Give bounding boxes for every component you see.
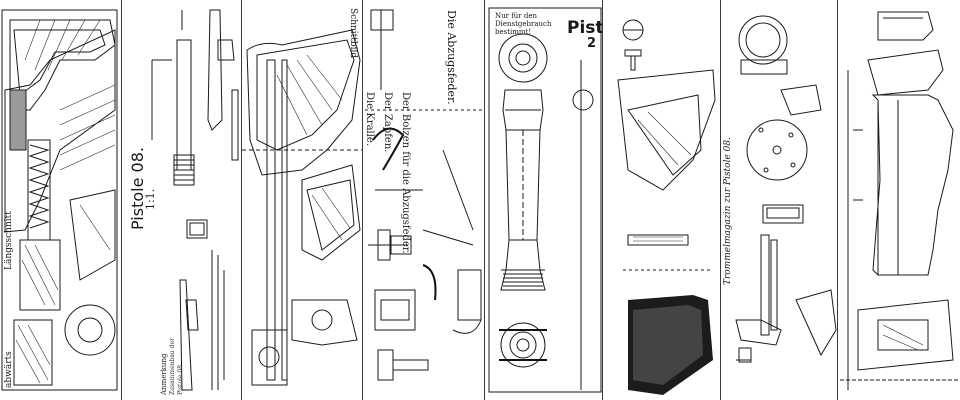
- drum-magazine-drawing: [734, 15, 837, 363]
- section-title: Schnittbild: [347, 8, 358, 59]
- note-line-2: Pistole 08: [176, 364, 184, 395]
- section-label: Längsschnitt: [4, 211, 14, 270]
- grip-plate-drawing: [617, 19, 716, 395]
- part-label-c: Der Bolzen für die Abzugsfeder.: [400, 92, 412, 254]
- sheet-6-panel: [602, 0, 721, 400]
- sheet-scale: 1:1.: [143, 188, 157, 210]
- slide-part-drawing: [151, 9, 239, 391]
- part-label-a: Die Kralle.: [364, 92, 376, 147]
- note-heading: Anmerkung: [159, 353, 168, 395]
- sheet-3-panel: Schnittbild: [241, 0, 364, 400]
- sheet-number: 2: [587, 36, 597, 51]
- sheet-5-panel: Nur für den Dienstgebrauch bestimmt! Pis…: [485, 0, 603, 400]
- sheet-word: Pistc: [567, 18, 603, 38]
- sheet-2-panel: Pistole 08. 1:1. Anmerkung Zusammenbau d…: [121, 0, 242, 400]
- part-label-b: Der Zapfen.: [382, 92, 394, 153]
- bottom-label: abwärts: [4, 351, 14, 388]
- sheet-4-panel: Die Kralle. Der Zapfen. Der Bolzen für d…: [363, 0, 485, 400]
- frame-outline-drawing: [840, 11, 959, 390]
- sheet-1-panel: Längsschnitt abwärts: [0, 0, 122, 400]
- sheet-7-panel: Trommelmagazin zur Pistole 08.: [720, 0, 839, 400]
- note-line-1: Zusammenbau der: [168, 338, 176, 395]
- restriction-header: Nur für den Dienstgebrauch bestimmt!: [495, 12, 552, 36]
- sheet-8-panel: [838, 0, 960, 400]
- barrel-drawing: [488, 7, 602, 393]
- trigger-parts-drawing: [365, 9, 484, 381]
- magazine-title: Trommelmagazin zur Pistole 08.: [722, 137, 733, 285]
- part-label-d: Die Abzugsfeder.: [445, 10, 459, 105]
- frame-drawing: [241, 29, 363, 386]
- pistol-section-drawing: [1, 9, 118, 391]
